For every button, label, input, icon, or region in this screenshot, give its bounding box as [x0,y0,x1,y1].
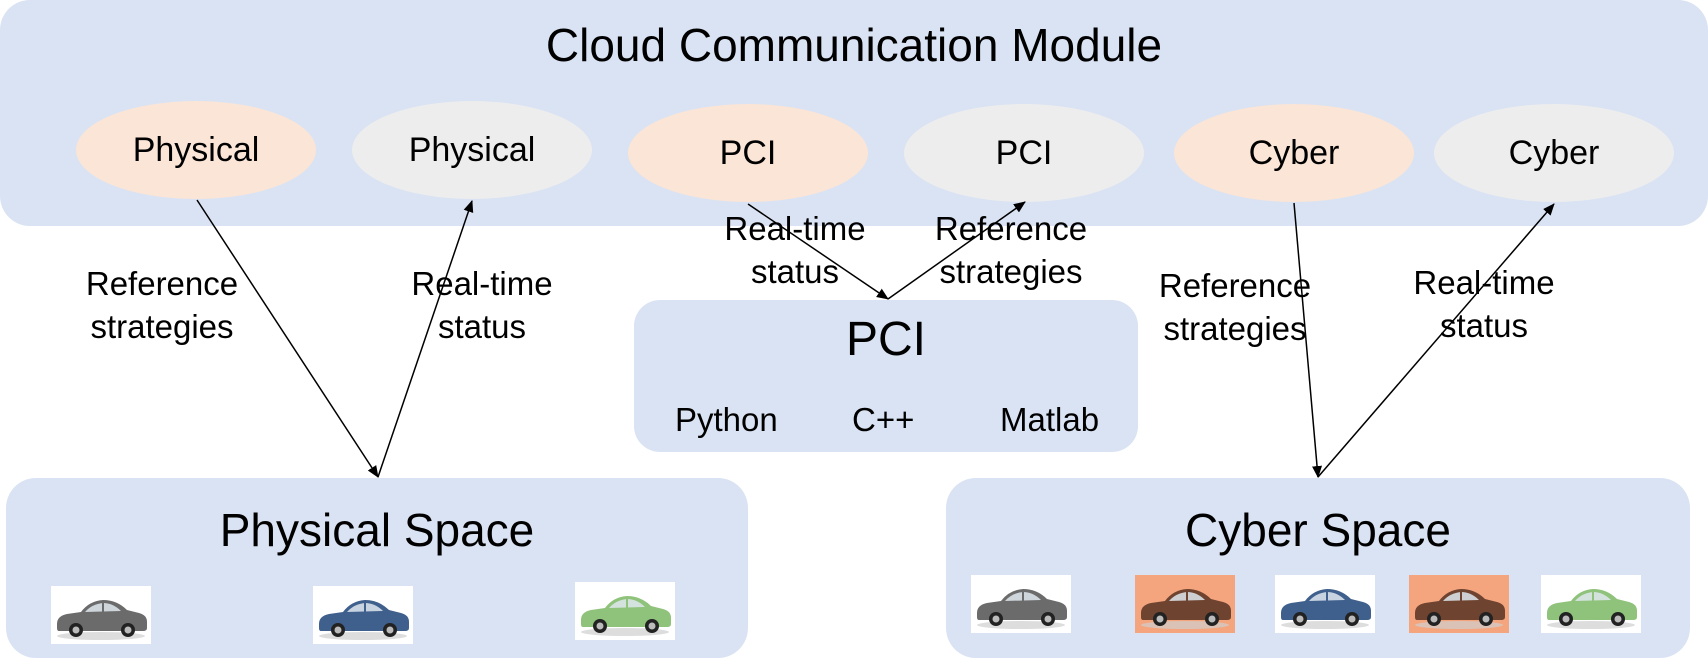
cloud-node-pci-peach: PCI [628,104,868,202]
cyber-space-title: Cyber Space [1185,504,1451,556]
cyber-car-grey [971,575,1071,633]
pci-panel [634,300,1138,452]
pci-tool-matlab: Matlab [1000,401,1100,438]
cloud-communication-module-panel [0,0,1708,226]
cloud-node-physical-peach: Physical [76,101,316,199]
pci-tool-cpp: C++ [852,401,915,438]
physical-car-green [575,582,675,640]
cloud-node-cyber-grey: Cyber [1434,104,1674,202]
cloud-node-pci-grey: PCI [904,104,1144,202]
pci-title: PCI [845,313,926,366]
cyber-car-brown-2 [1409,575,1509,633]
cyber-car-green [1541,575,1641,633]
cloud-node-cyber-peach: Cyber [1174,104,1414,202]
cloud-module-title: Cloud Communication Module [545,19,1163,71]
cyber-car-blue [1275,575,1375,633]
physical-car-grey [51,586,151,644]
physical-space-title: Physical Space [219,504,535,556]
physical-car-blue [313,586,413,644]
cyber-car-brown-1 [1135,575,1235,633]
cloud-node-physical-grey: Physical [352,101,592,199]
pci-tool-python: Python [675,401,778,438]
